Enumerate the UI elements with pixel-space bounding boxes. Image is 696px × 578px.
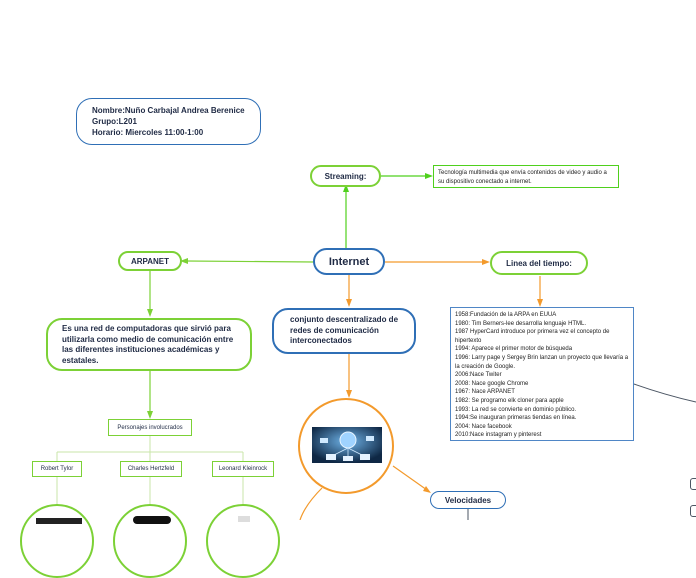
person-node[interactable]: Charles Hertzfeld xyxy=(120,461,182,477)
connector-lines xyxy=(56,173,696,520)
timeline-item: 1993: La red se convierte en dominio púb… xyxy=(455,406,577,413)
streaming-label: Streaming: xyxy=(324,171,367,181)
personajes-node[interactable]: Personajes involucrados xyxy=(108,419,192,436)
timeline-item: 1994:Se inauguran primeras tiendas en lí… xyxy=(455,415,577,422)
person-label: Charles Hertzfeld xyxy=(127,466,175,472)
author-name: Nombre:Nuño Carbajal Andrea Berenice xyxy=(92,106,245,115)
velocidades-node[interactable]: Velocidades xyxy=(430,491,506,509)
offscreen-node-edge xyxy=(690,505,696,517)
person-label: Leonard Kleinrock xyxy=(218,466,268,472)
personajes-label: Personajes involucrados xyxy=(117,424,183,431)
person-photo xyxy=(20,504,94,578)
author-info-box: Nombre:Nuño Carbajal Andrea Berenice Gru… xyxy=(76,98,261,145)
streaming-description-box[interactable]: Tecnología multimedia que envía contenid… xyxy=(433,165,619,188)
definition-box[interactable]: conjunto descentralizado de redes de com… xyxy=(272,308,416,354)
timeline-item: 2004: Nace facebook xyxy=(455,423,512,430)
arpanet-node[interactable]: ARPANET xyxy=(118,251,182,271)
offscreen-node-edge xyxy=(690,478,696,490)
person-node[interactable]: Robert Tylor xyxy=(32,461,82,477)
timeline-box[interactable]: 1958:Fundación de la ARPA en EUUA 1980: … xyxy=(450,307,634,441)
author-group: Grupo:L201 xyxy=(92,117,137,126)
internet-image-circle xyxy=(298,398,394,494)
timeline-label: Linea del tiempo: xyxy=(506,258,572,268)
streaming-description: Tecnología multimedia que envía contenid… xyxy=(438,170,607,185)
central-node-internet[interactable]: Internet xyxy=(313,248,385,275)
timeline-item: 1994: Aparece el primer motor de búsqued… xyxy=(455,346,573,353)
author-schedule: Horario: Miercoles 11:00-1:00 xyxy=(92,128,204,137)
timeline-item: 1996: Larry page y Sergey Brin lanzan un… xyxy=(455,354,629,370)
person-photo xyxy=(206,504,280,578)
central-node-label: Internet xyxy=(328,255,370,268)
velocidades-label: Velocidades xyxy=(444,495,492,505)
timeline-item: 1967: Nace ARPANET xyxy=(455,389,515,396)
timeline-item: 2006:Nace Twiter xyxy=(455,372,502,379)
arpanet-description-box[interactable]: Es una red de computadoras que sirvió pa… xyxy=(46,318,252,371)
streaming-node[interactable]: Streaming: xyxy=(310,165,381,187)
timeline-item: 2010:Nace instagram y pinterest xyxy=(455,432,542,439)
timeline-item: 1987 HyperCard introduce por primera vez… xyxy=(455,329,610,344)
person-photo xyxy=(113,504,187,578)
timeline-item: 1958:Fundación de la ARPA en EUUA xyxy=(455,312,557,318)
timeline-item: 1982: Se programo elk cloner para apple xyxy=(455,397,564,404)
timeline-node[interactable]: Linea del tiempo: xyxy=(490,251,588,275)
timeline-item: 2008: Nace google Chrome xyxy=(455,380,529,387)
definition-text: conjunto descentralizado de redes de com… xyxy=(290,315,399,345)
timeline-item: 1980: Tim Berners-lee desarrolla lenguaj… xyxy=(455,320,587,327)
person-node[interactable]: Leonard Kleinrock xyxy=(212,461,274,477)
network-globe-icon xyxy=(312,427,382,463)
arpanet-description: Es una red de computadoras que sirvió pa… xyxy=(62,324,234,365)
arpanet-label: ARPANET xyxy=(130,256,170,266)
person-label: Robert Tylor xyxy=(40,466,74,472)
